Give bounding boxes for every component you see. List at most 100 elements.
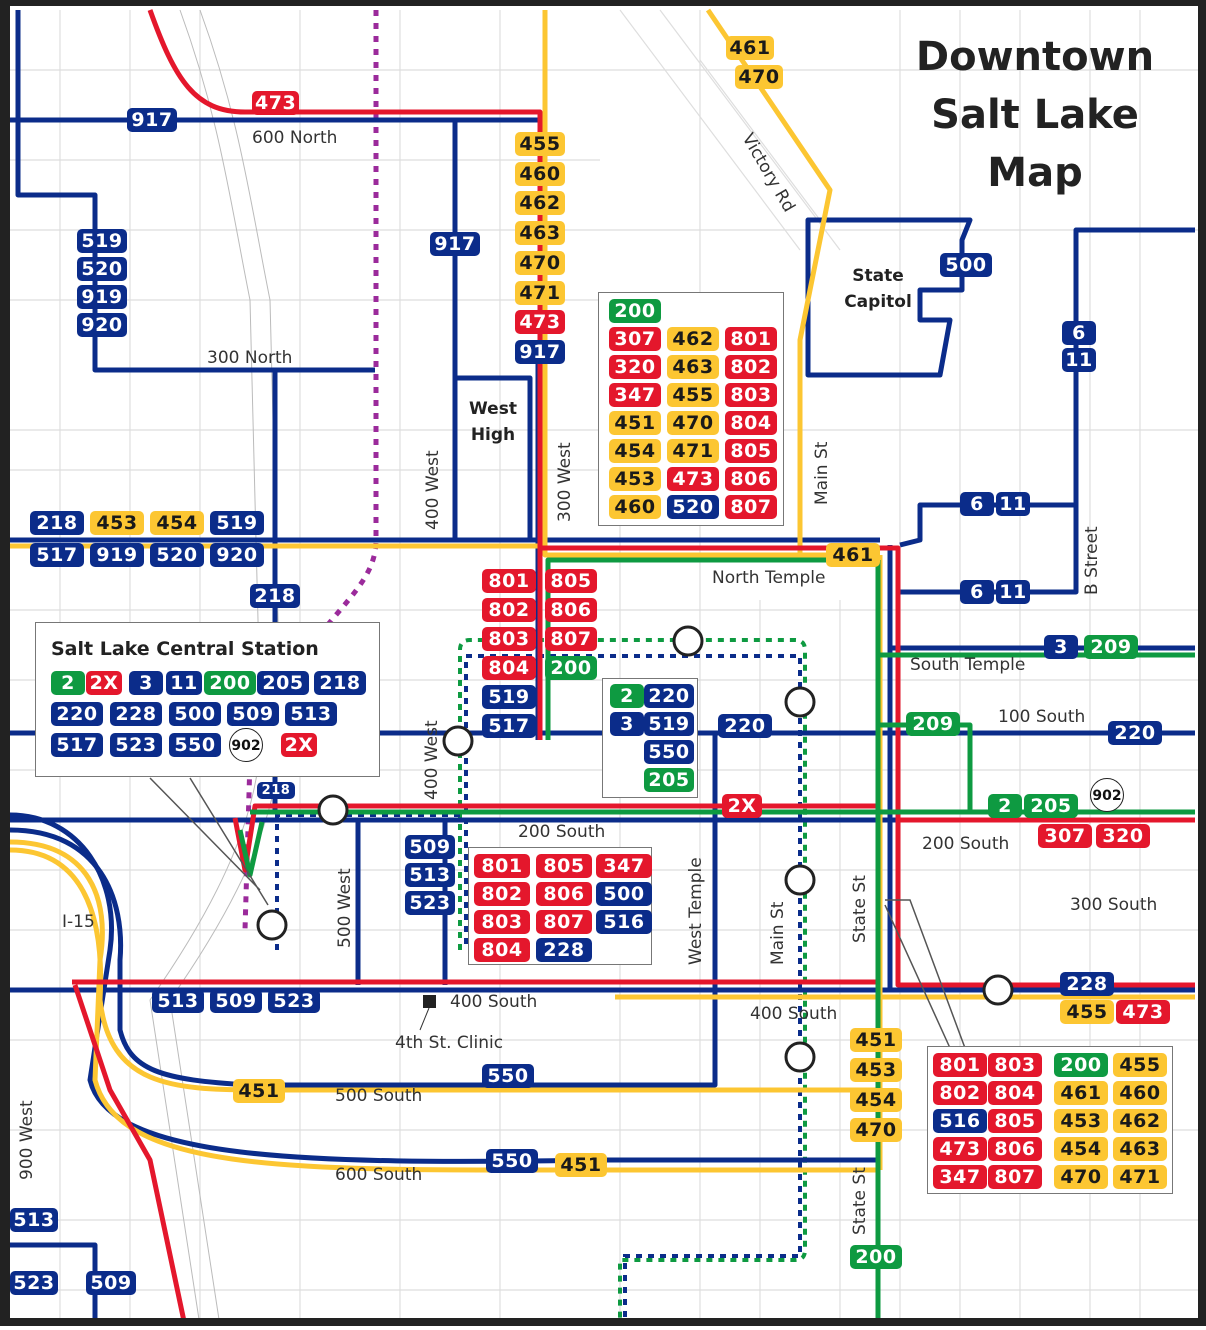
- route-badge-550[interactable]: 550: [169, 733, 221, 757]
- route-badge-454[interactable]: 454: [609, 439, 661, 463]
- route-badge-218[interactable]: 218: [314, 671, 366, 695]
- route-badge-917[interactable]: 917: [127, 108, 177, 132]
- route-badge-801[interactable]: 801: [482, 569, 536, 593]
- route-badge-11[interactable]: 11: [166, 671, 202, 695]
- route-badge-902[interactable]: 902: [229, 728, 263, 762]
- route-badge-520[interactable]: 520: [667, 495, 719, 519]
- route-badge-11[interactable]: 11: [996, 492, 1030, 516]
- route-badge-500[interactable]: 500: [169, 702, 221, 726]
- route-badge-519[interactable]: 519: [210, 511, 264, 535]
- route-badge-523[interactable]: 523: [110, 733, 162, 757]
- route-badge-801[interactable]: 801: [933, 1053, 987, 1077]
- route-badge-473[interactable]: 473: [252, 91, 300, 115]
- route-badge-307[interactable]: 307: [609, 327, 661, 351]
- route-badge-550[interactable]: 550: [486, 1149, 538, 1173]
- route-badge-803[interactable]: 803: [474, 910, 530, 934]
- route-badge-454[interactable]: 454: [1054, 1137, 1108, 1161]
- route-badge-520[interactable]: 520: [150, 543, 204, 567]
- route-badge-807[interactable]: 807: [536, 910, 592, 934]
- route-badge-804[interactable]: 804: [988, 1081, 1042, 1105]
- route-badge-802[interactable]: 802: [933, 1081, 987, 1105]
- route-badge-805[interactable]: 805: [536, 854, 592, 878]
- route-badge-453[interactable]: 453: [1054, 1109, 1108, 1133]
- route-badge-804[interactable]: 804: [482, 656, 536, 680]
- route-badge-220[interactable]: 220: [718, 714, 772, 738]
- route-badge-320[interactable]: 320: [609, 355, 661, 379]
- route-badge-920[interactable]: 920: [77, 313, 127, 337]
- route-badge-6[interactable]: 6: [960, 580, 994, 604]
- route-badge-451[interactable]: 451: [850, 1028, 902, 1052]
- route-badge-509[interactable]: 509: [210, 989, 262, 1013]
- route-badge-471[interactable]: 471: [515, 280, 565, 305]
- route-badge-805[interactable]: 805: [988, 1109, 1042, 1133]
- route-badge-307[interactable]: 307: [1038, 824, 1092, 848]
- route-badge-451[interactable]: 451: [233, 1079, 285, 1103]
- route-badge-2[interactable]: 2: [51, 671, 85, 695]
- route-badge-520[interactable]: 520: [77, 257, 127, 281]
- route-badge-228[interactable]: 228: [536, 938, 592, 962]
- route-badge-513[interactable]: 513: [285, 702, 337, 726]
- route-badge-470[interactable]: 470: [667, 411, 719, 435]
- route-badge-806[interactable]: 806: [545, 598, 597, 622]
- route-badge-803[interactable]: 803: [988, 1053, 1042, 1077]
- route-badge-473[interactable]: 473: [1116, 1000, 1170, 1024]
- route-badge-463[interactable]: 463: [1113, 1137, 1167, 1161]
- route-badge-513[interactable]: 513: [10, 1208, 58, 1232]
- route-badge-917[interactable]: 917: [430, 232, 480, 256]
- route-badge-453[interactable]: 453: [90, 511, 144, 535]
- route-badge-451[interactable]: 451: [555, 1153, 607, 1177]
- route-badge-205[interactable]: 205: [644, 768, 694, 792]
- route-badge-462[interactable]: 462: [1113, 1109, 1167, 1133]
- route-badge-462[interactable]: 462: [515, 191, 565, 216]
- route-badge-473[interactable]: 473: [667, 467, 719, 491]
- route-badge-220[interactable]: 220: [644, 684, 694, 708]
- route-badge-470[interactable]: 470: [735, 65, 783, 89]
- route-badge-803[interactable]: 803: [482, 627, 536, 651]
- route-badge-347[interactable]: 347: [933, 1165, 987, 1189]
- route-badge-205[interactable]: 205: [257, 671, 309, 695]
- route-badge-200[interactable]: 200: [204, 671, 256, 695]
- route-badge-3[interactable]: 3: [129, 671, 163, 695]
- route-badge-460[interactable]: 460: [609, 495, 661, 519]
- route-badge-2X[interactable]: 2X: [722, 794, 762, 818]
- route-badge-462[interactable]: 462: [667, 327, 719, 351]
- route-badge-517[interactable]: 517: [482, 714, 536, 738]
- route-badge-519[interactable]: 519: [77, 229, 127, 253]
- route-badge-209[interactable]: 209: [906, 712, 960, 736]
- route-badge-461[interactable]: 461: [826, 543, 880, 567]
- route-badge-801[interactable]: 801: [725, 327, 777, 351]
- route-badge-455[interactable]: 455: [1060, 1000, 1114, 1024]
- route-badge-806[interactable]: 806: [988, 1137, 1042, 1161]
- route-badge-803[interactable]: 803: [725, 383, 777, 407]
- route-badge-550[interactable]: 550: [644, 740, 694, 764]
- route-badge-470[interactable]: 470: [1054, 1165, 1108, 1189]
- route-badge-455[interactable]: 455: [1113, 1053, 1167, 1077]
- route-badge-807[interactable]: 807: [988, 1165, 1042, 1189]
- route-badge-460[interactable]: 460: [1113, 1081, 1167, 1105]
- route-badge-470[interactable]: 470: [850, 1118, 902, 1142]
- route-badge-509[interactable]: 509: [405, 835, 455, 859]
- route-badge-516[interactable]: 516: [933, 1109, 987, 1133]
- route-badge-902[interactable]: 902: [1090, 778, 1124, 812]
- route-badge-454[interactable]: 454: [150, 511, 204, 535]
- route-badge-6[interactable]: 6: [960, 492, 994, 516]
- route-badge-460[interactable]: 460: [515, 161, 565, 186]
- route-badge-804[interactable]: 804: [474, 938, 530, 962]
- route-badge-802[interactable]: 802: [474, 882, 530, 906]
- route-badge-209[interactable]: 209: [1084, 635, 1138, 659]
- route-badge-218[interactable]: 218: [250, 584, 300, 608]
- route-badge-471[interactable]: 471: [1113, 1165, 1167, 1189]
- route-badge-519[interactable]: 519: [482, 685, 536, 709]
- route-badge-473[interactable]: 473: [515, 310, 565, 335]
- route-badge-461[interactable]: 461: [1054, 1081, 1108, 1105]
- route-badge-220[interactable]: 220: [51, 702, 103, 726]
- route-badge-455[interactable]: 455: [515, 132, 565, 156]
- route-badge-218[interactable]: 218: [257, 782, 295, 799]
- route-badge-11[interactable]: 11: [1062, 348, 1096, 372]
- route-badge-513[interactable]: 513: [152, 989, 204, 1013]
- route-badge-523[interactable]: 523: [10, 1271, 58, 1295]
- route-badge-471[interactable]: 471: [667, 439, 719, 463]
- route-badge-920[interactable]: 920: [210, 543, 264, 567]
- route-badge-516[interactable]: 516: [596, 910, 652, 934]
- route-badge-200[interactable]: 200: [850, 1245, 902, 1269]
